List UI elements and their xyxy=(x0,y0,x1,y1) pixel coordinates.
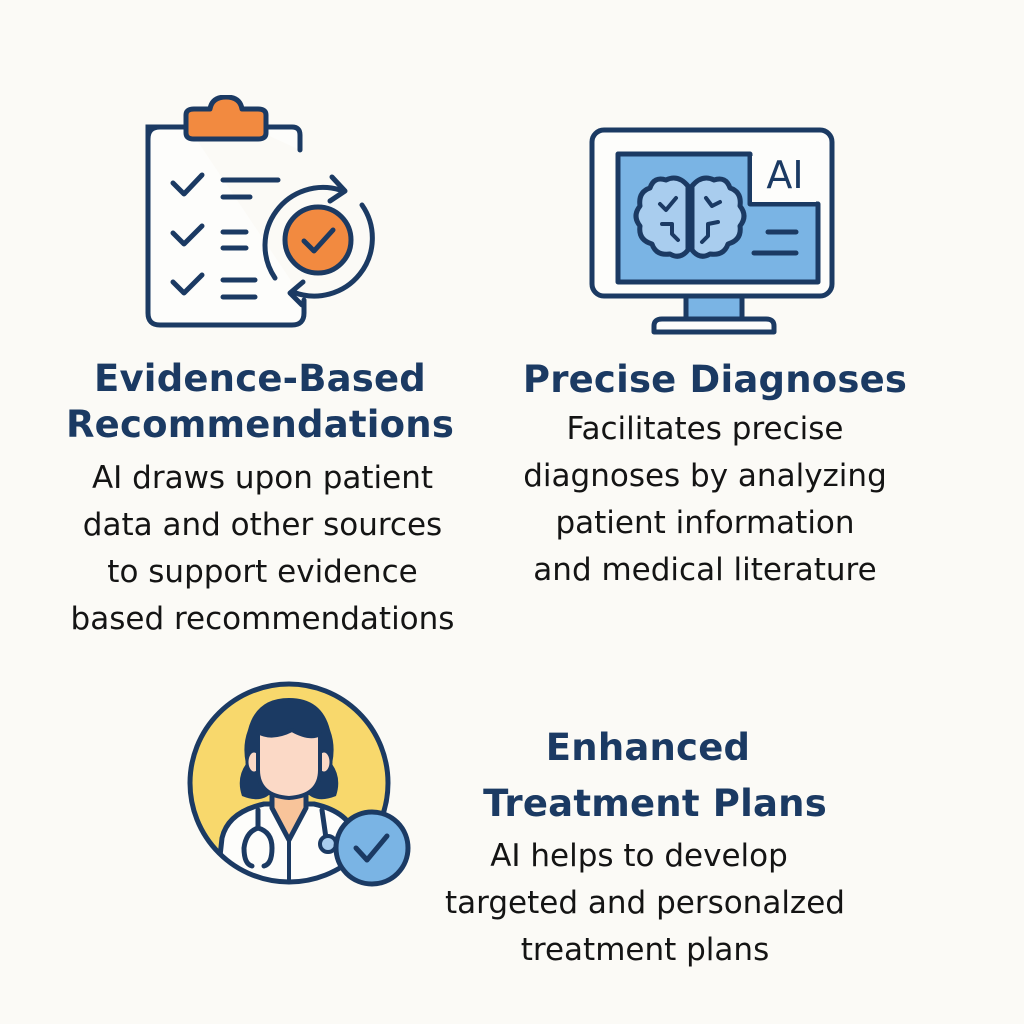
doctor-check-icon xyxy=(186,678,416,893)
ai-monitor-brain-icon: AI xyxy=(588,126,838,336)
ai-label: AI xyxy=(766,153,803,197)
card-title-enhanced-treatment: Enhanced Treatment Plans xyxy=(483,726,827,825)
card-desc-enhanced-treatment: AI helps to develop targeted and persona… xyxy=(445,838,845,968)
card-desc-precise-diagnoses: Facilitates precise diagnoses by analyzi… xyxy=(523,411,887,588)
card-title-evidence-based: Evidence-Based Recommendations xyxy=(65,357,455,446)
card-title-precise-diagnoses: Precise Diagnoses xyxy=(522,358,908,401)
clipboard-checklist-icon xyxy=(140,94,380,335)
card-desc-evidence-based: AI draws upon patient data and other sou… xyxy=(70,460,455,637)
